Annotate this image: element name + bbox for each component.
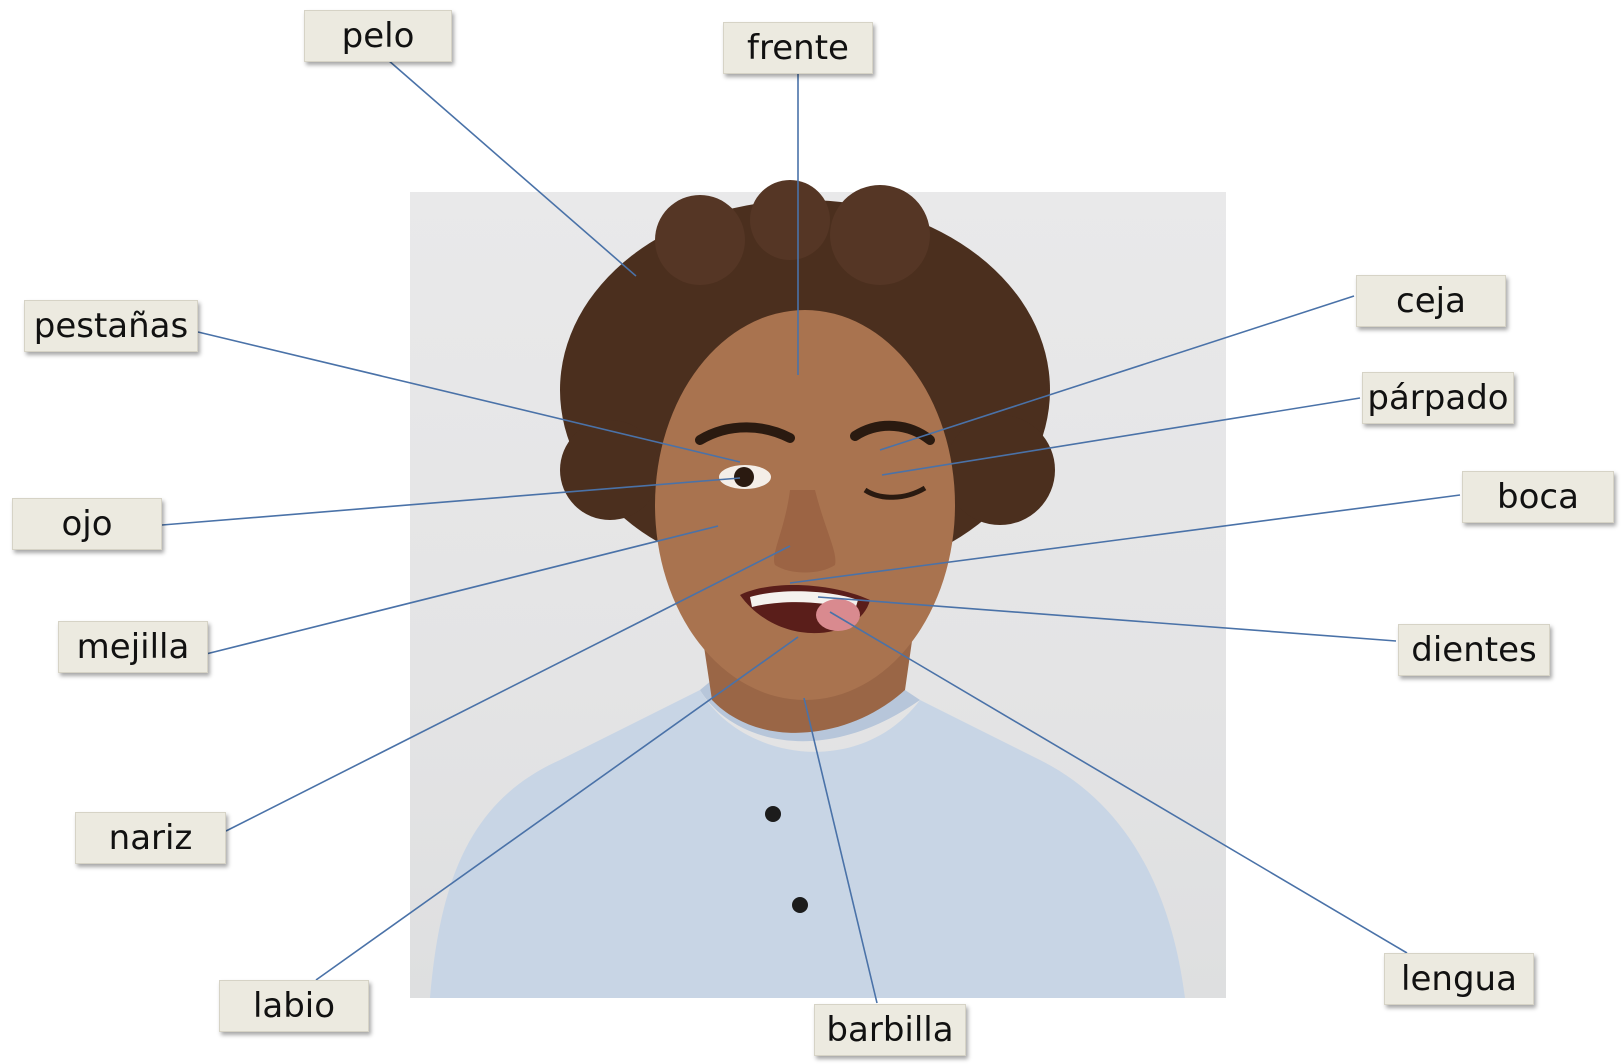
label-labio: labio xyxy=(219,980,369,1032)
dientes-leader-line xyxy=(817,596,1397,642)
label-frente: frente xyxy=(723,22,873,74)
ojo-leader-line xyxy=(161,477,741,526)
label-pestanas: pestañas xyxy=(24,300,198,352)
ceja-leader-line xyxy=(879,295,1355,451)
pestanas-leader-line xyxy=(197,331,741,463)
label-barbilla: barbilla xyxy=(814,1004,966,1056)
mejilla-leader-line xyxy=(205,525,719,655)
barbilla-leader-line xyxy=(803,697,878,1004)
label-boca: boca xyxy=(1462,471,1614,523)
nose xyxy=(773,490,836,573)
label-dientes: dientes xyxy=(1398,624,1550,676)
pelo-leader-line xyxy=(387,59,637,277)
shirt xyxy=(430,690,1185,998)
label-nariz: nariz xyxy=(75,812,226,864)
shirt-button-top xyxy=(765,806,781,822)
label-ojo: ojo xyxy=(12,498,162,550)
nariz-leader-line xyxy=(225,545,791,832)
teeth xyxy=(750,591,858,610)
label-mejilla: mejilla xyxy=(58,621,208,673)
right-eye-closed xyxy=(863,485,927,500)
lengua-leader-line xyxy=(829,611,1408,954)
label-lengua: lengua xyxy=(1384,953,1534,1005)
parpado-leader-line xyxy=(881,397,1361,476)
labio-leader-line xyxy=(315,636,799,981)
label-ceja: ceja xyxy=(1356,275,1506,327)
shirt-button-bottom xyxy=(792,897,808,913)
label-pelo: pelo xyxy=(304,10,452,62)
boca-leader-line xyxy=(789,494,1461,584)
left-eyebrow xyxy=(695,422,795,445)
label-parpado: párpado xyxy=(1362,372,1514,424)
